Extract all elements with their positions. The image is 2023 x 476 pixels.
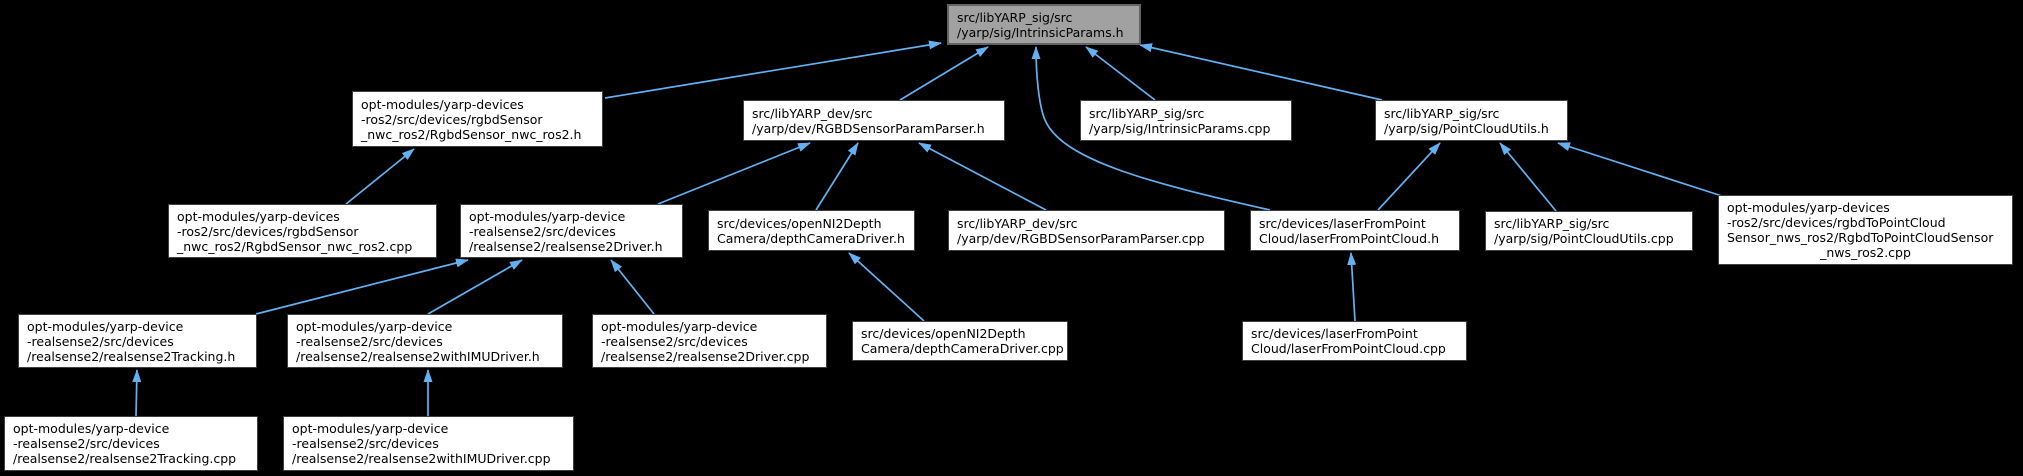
node-realsense2withimudriver-cpp[interactable]: opt-modules/yarp-device-realsense2/src/d… bbox=[283, 416, 574, 471]
node-label-line: src/devices/openNI2Depth bbox=[717, 215, 882, 231]
node-label-line: /realsense2/realsense2Tracking.h bbox=[27, 348, 236, 364]
node-label-line: opt-modules/yarp-devices bbox=[177, 208, 340, 224]
edge-realsense2tracking-h-to-realsense2driver-h bbox=[255, 258, 469, 315]
node-label-line: Cloud/laserFromPointCloud.cpp bbox=[1251, 341, 1446, 356]
edge-realsense2driver-cpp-to-realsense2driver-h bbox=[610, 259, 655, 315]
edge-realsense2tracking-cpp-to-realsense2tracking-h bbox=[132, 369, 142, 417]
node-label-line: src/libYARP_dev/src bbox=[752, 105, 873, 121]
node-label-line: src/devices/openNI2Depth bbox=[861, 326, 1026, 341]
edge-realsense2withimudriver-h-to-realsense2driver-h bbox=[427, 259, 523, 315]
node-intrinsicparams-h[interactable]: src/libYARP_sig/src/yarp/sig/IntrinsicPa… bbox=[947, 4, 1141, 45]
node-rgbdsensorparamparser-h[interactable]: src/libYARP_dev/src/yarp/dev/RGBDSensorP… bbox=[743, 100, 1005, 141]
node-intrinsicparams-cpp[interactable]: src/libYARP_sig/src/yarp/sig/IntrinsicPa… bbox=[1080, 100, 1292, 141]
edge-pointcloudutils-cpp-to-pointcloudutils-h bbox=[1499, 142, 1557, 212]
node-label-line: src/devices/laserFromPoint bbox=[1251, 326, 1418, 341]
node-label-line: /realsense2/realsense2withIMUDriver.cpp bbox=[292, 451, 551, 466]
node-label-line: Cloud/laserFromPointCloud.h bbox=[1259, 230, 1439, 246]
node-label-line: _nws_ros2.cpp bbox=[1820, 245, 1911, 260]
node-label-line: -ros2/src/devices/rgbdToPointCloud bbox=[1727, 215, 1946, 230]
node-label-line: src/libYARP_sig/src bbox=[1089, 105, 1205, 121]
edge-intrinsicparams-cpp-to-intrinsicparams-h bbox=[1085, 46, 1156, 101]
node-realsense2tracking-h[interactable]: opt-modules/yarp-device-realsense2/src/d… bbox=[18, 314, 257, 368]
node-rgbdsensor-nwc-ros2-h[interactable]: opt-modules/yarp-devices-ros2/src/device… bbox=[352, 91, 603, 147]
node-label-line: /yarp/sig/PointCloudUtils.h bbox=[1384, 120, 1549, 136]
node-label-line: src/devices/laserFromPoint bbox=[1259, 215, 1426, 231]
node-label-line: opt-modules/yarp-device bbox=[292, 421, 449, 436]
node-label-line: opt-modules/yarp-device bbox=[601, 318, 758, 334]
node-label-line: opt-modules/yarp-devices bbox=[361, 96, 524, 112]
edge-depthcameradriver-h-to-rgbdsensorparamparser-h bbox=[815, 142, 859, 211]
node-label-line: /realsense2/realsense2Tracking.cpp bbox=[13, 451, 237, 466]
node-label-line: opt-modules/yarp-device bbox=[13, 421, 170, 436]
node-label-line: opt-modules/yarp-devices bbox=[1727, 200, 1890, 215]
node-label-line: _nwc_ros2/RgbdSensor_nwc_ros2.h bbox=[361, 126, 582, 142]
node-pointcloudutils-cpp[interactable]: src/libYARP_sig/src/yarp/sig/PointCloudU… bbox=[1485, 211, 1693, 251]
node-rgbdtopointcloudsensor-nws-ros2-cpp[interactable]: opt-modules/yarp-devices-ros2/src/device… bbox=[1718, 195, 2013, 265]
node-label-line: opt-modules/yarp-device bbox=[296, 318, 453, 334]
node-label-line: -realsense2/src/devices bbox=[601, 333, 748, 349]
node-label-line: opt-modules/yarp-device bbox=[27, 318, 184, 334]
node-realsense2tracking-cpp[interactable]: opt-modules/yarp-device-realsense2/src/d… bbox=[4, 416, 258, 471]
node-realsense2driver-h[interactable]: opt-modules/yarp-device-realsense2/src/d… bbox=[460, 204, 683, 258]
node-label-line: /realsense2/realsense2withIMUDriver.h bbox=[296, 348, 540, 364]
edge-rgbdsensor-nwc-ros2-cpp-to-rgbdsensor-nwc-ros2-h bbox=[345, 148, 415, 205]
node-label-line: src/libYARP_sig/src bbox=[1494, 216, 1610, 231]
node-label-line: Sensor_nws_ros2/RgbdToPointCloudSensor bbox=[1727, 230, 1994, 245]
node-label-line: src/libYARP_sig/src bbox=[1384, 105, 1500, 121]
node-label-line: -realsense2/src/devices bbox=[27, 333, 174, 349]
edge-realsense2driver-h-to-rgbdsensorparamparser-h bbox=[657, 142, 811, 205]
edge-laserfrompointcloud-h-to-pointcloudutils-h bbox=[1377, 142, 1441, 211]
edge-rgbdsensorparamparser-h-to-intrinsicparams-h bbox=[899, 46, 989, 101]
node-label-line: Camera/depthCameraDriver.h bbox=[717, 230, 905, 246]
node-label-line: -realsense2/src/devices bbox=[13, 436, 160, 451]
node-rgbdsensor-nwc-ros2-cpp[interactable]: opt-modules/yarp-devices-ros2/src/device… bbox=[168, 204, 437, 258]
node-realsense2withimudriver-h[interactable]: opt-modules/yarp-device-realsense2/src/d… bbox=[287, 314, 563, 368]
node-label-line: _nwc_ros2/RgbdSensor_nwc_ros2.cpp bbox=[177, 238, 413, 254]
edge-rgbdtopointcloudsensor-nws-ros2-cpp-to-pointcloudutils-h bbox=[1557, 142, 1723, 197]
node-label-line: /realsense2/realsense2Driver.cpp bbox=[601, 348, 810, 364]
node-pointcloudutils-h[interactable]: src/libYARP_sig/src/yarp/sig/PointCloudU… bbox=[1375, 100, 1568, 141]
node-realsense2driver-cpp[interactable]: opt-modules/yarp-device-realsense2/src/d… bbox=[592, 314, 827, 368]
node-label-line: /yarp/sig/PointCloudUtils.cpp bbox=[1494, 231, 1674, 246]
node-label-line: /yarp/dev/RGBDSensorParamParser.h bbox=[752, 120, 985, 136]
edge-laserfrompointcloud-cpp-to-laserfrompointcloud-h bbox=[1347, 252, 1357, 322]
edge-rgbdsensor-nwc-ros2-h-to-intrinsicparams-h bbox=[604, 40, 942, 99]
node-label-line: Camera/depthCameraDriver.cpp bbox=[861, 341, 1064, 356]
node-label-line: -realsense2/src/devices bbox=[292, 436, 439, 451]
node-label-line: -realsense2/src/devices bbox=[296, 333, 443, 349]
node-rgbdsensorparamparser-cpp[interactable]: src/libYARP_dev/src/yarp/dev/RGBDSensorP… bbox=[948, 210, 1225, 251]
node-label-line: src/libYARP_dev/src bbox=[957, 215, 1078, 231]
node-label-line: -ros2/src/devices/rgbdSensor bbox=[177, 223, 359, 239]
node-label-line: /yarp/sig/IntrinsicParams.h bbox=[957, 24, 1124, 40]
node-label-line: src/libYARP_sig/src bbox=[957, 9, 1073, 25]
node-label-line: /yarp/sig/IntrinsicParams.cpp bbox=[1089, 120, 1271, 136]
edge-pointcloudutils-h-to-intrinsicparams-h bbox=[1139, 43, 1383, 101]
node-label-line: -ros2/src/devices/rgbdSensor bbox=[361, 111, 543, 127]
edge-depthcameradriver-cpp-to-depthcameradriver-h bbox=[848, 252, 925, 322]
node-label-line: /realsense2/realsense2Driver.h bbox=[469, 238, 663, 254]
edge-laserfrompointcloud-h-to-intrinsicparams-h bbox=[1031, 46, 1271, 211]
node-label-line: -realsense2/src/devices bbox=[469, 223, 616, 239]
edge-rgbdsensorparamparser-cpp-to-rgbdsensorparamparser-h bbox=[918, 142, 1047, 211]
node-label-line: opt-modules/yarp-device bbox=[469, 208, 626, 224]
node-label-line: /yarp/dev/RGBDSensorParamParser.cpp bbox=[957, 230, 1205, 246]
